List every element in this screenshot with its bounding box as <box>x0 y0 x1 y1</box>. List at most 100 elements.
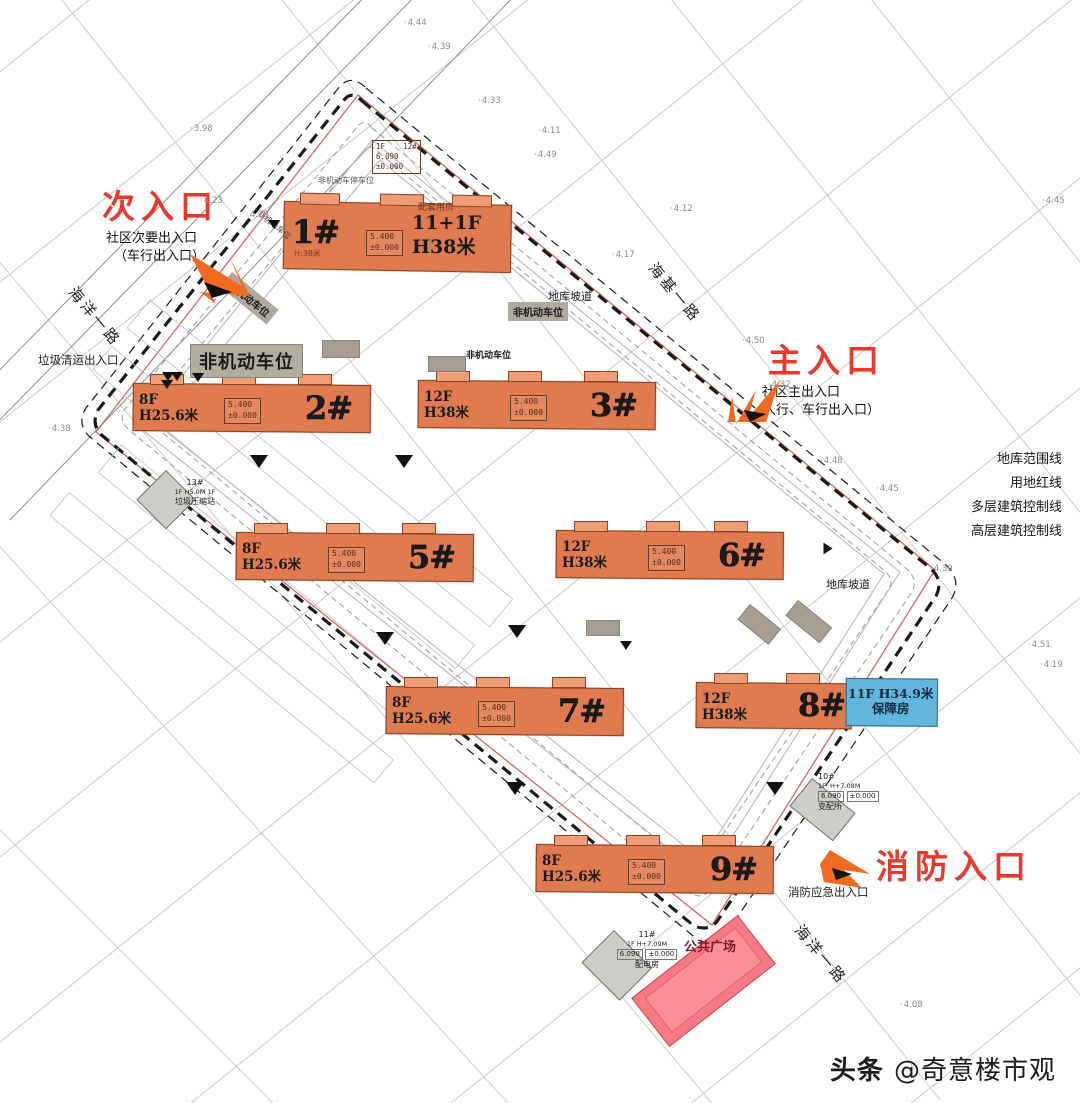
nonmotor-top-label: 非机动车停车位 <box>318 176 374 185</box>
building-8-bump-b <box>786 673 820 684</box>
direction-marker-2 <box>395 455 413 468</box>
survey-point-18: 4.29 <box>246 210 269 220</box>
building-9-bump-b <box>626 835 660 846</box>
legend-label-1: 用地红线 <box>1009 475 1062 491</box>
building-7-bump-c <box>552 677 586 688</box>
survey-point-4: 4.12 <box>670 204 693 214</box>
survey-point-6: 4.11 <box>538 126 561 136</box>
watermark: 头条 @奇意楼市观 <box>830 1050 1056 1087</box>
survey-point-7: 4.50 <box>742 336 765 346</box>
building-9-bump-c <box>702 835 736 846</box>
affordable-housing-block[interactable] <box>845 678 938 727</box>
legend-label-2: 多层建筑控制线 <box>970 499 1062 515</box>
survey-point-10: 4.39 <box>930 564 953 574</box>
top-elevation-chip: 1F 12# 6.090 ±0.000 <box>372 140 421 175</box>
building-2-elevation: 5.400 ±0.000 <box>224 398 261 424</box>
building-3-bump-c <box>584 371 618 382</box>
survey-point-13: 4.38 <box>48 424 71 434</box>
legend-row-3: 高层建筑控制线 <box>971 517 1062 541</box>
building-7-bump-a <box>404 677 438 688</box>
direction-marker-11 <box>823 542 833 555</box>
direction-marker-10 <box>161 380 173 389</box>
building-5-bump-a <box>254 523 288 534</box>
callout-fire-entrance: 消防入口 <box>876 850 1032 883</box>
fire-entrance-sub: 消防应急出入口 <box>788 885 869 899</box>
building-6-elevation: 5.400 ±0.000 <box>648 545 685 571</box>
legend-label-0: 地库范围线 <box>996 451 1062 467</box>
watermark-handle: @奇意楼市观 <box>893 1056 1056 1086</box>
building-1-bump-c <box>451 194 493 208</box>
direction-marker-7 <box>162 372 174 381</box>
public-plaza-label: 公共广场 <box>684 940 737 955</box>
legend-row-1: 用地红线 <box>971 469 1062 493</box>
building-6-bump-b <box>646 521 680 532</box>
survey-point-12: 4.45 <box>1042 196 1065 206</box>
callout-main-entrance: 主入口 社区主出入口 （人行、车行出入口） <box>750 344 885 419</box>
direction-marker-3 <box>376 632 394 645</box>
secondary-entrance-sub1: 社区次要出入口 <box>106 231 198 246</box>
legend: 地库范围线 用地红线 多层建筑控制线 高层建筑控制线 <box>971 445 1062 541</box>
fire-entrance-title: 消防入口 <box>876 847 1032 886</box>
building-8[interactable] <box>695 682 852 730</box>
direction-marker-9 <box>268 220 280 229</box>
building-8-bump-a <box>714 673 748 684</box>
direction-marker-1 <box>250 455 268 468</box>
survey-point-17: 3.98 <box>190 124 213 134</box>
survey-point-14: 4.32 <box>768 380 791 390</box>
pump-house-text: 11# 1F H+7.09M 6.090 ±0.000 配电房 <box>616 930 678 970</box>
building-3-bump-a <box>436 371 470 382</box>
survey-point-11: 4.19 <box>1040 660 1063 670</box>
survey-point-2: 4.33 <box>478 96 501 106</box>
secondary-entrance-title: 次入口 <box>102 187 219 226</box>
survey-point-9: 4.48 <box>820 456 843 466</box>
building-5-bump-c <box>402 523 436 534</box>
building-6-bump-c <box>714 521 748 532</box>
building-6-bump-a <box>574 521 608 532</box>
parking-block-4 <box>737 604 782 645</box>
bike-parking-large-label: 非机动车位 <box>190 344 303 378</box>
survey-point-5: 4.23 <box>200 196 223 206</box>
secondary-entrance-sub2: （车行出入口） <box>114 248 206 264</box>
main-entrance-sub2: （人行、车行出入口） <box>750 402 881 418</box>
parking-block-2 <box>428 356 466 372</box>
substation-text: 10# 1F H+7.08M 6.090 ±0.000 变配所 <box>818 772 879 812</box>
building-9-elevation: 5.400 ±0.000 <box>628 859 665 885</box>
survey-point-0: 4.44 <box>404 18 427 28</box>
legend-row-0: 地库范围线 <box>971 445 1062 469</box>
bike-parking-label-2: 非机动车位 <box>508 302 568 321</box>
direction-marker-12 <box>620 641 632 650</box>
fire-entrance-arrow-icon <box>820 850 870 888</box>
direction-marker-6 <box>766 782 784 795</box>
parking-block-1 <box>322 340 360 358</box>
building-7-elevation: 5.400 ±0.000 <box>478 701 515 727</box>
survey-point-16: 4.08 <box>900 1000 923 1010</box>
survey-point-8: 4.45 <box>876 484 899 494</box>
direction-marker-8 <box>192 373 204 382</box>
building-1-extra-label: 配套用房 <box>418 203 455 213</box>
callout-secondary-entrance: 次入口 社区次要出入口 （车行出入口） <box>102 190 219 265</box>
garage-ramp-top-label: 地库坡道 <box>548 290 592 303</box>
building-1-bump-a <box>299 192 341 206</box>
survey-point-19: 4.51 <box>1028 640 1051 650</box>
building-3-elevation: 5.400 ±0.000 <box>510 395 547 421</box>
direction-marker-13 <box>171 372 183 381</box>
building-2-bump-c <box>298 374 332 385</box>
road-label-west: 海洋一路 <box>64 283 125 351</box>
garbage-station-text: 13# 1F H5.0M 1F 垃圾压缩站 <box>174 478 216 506</box>
legend-row-2: 多层建筑控制线 <box>971 493 1062 517</box>
main-entrance-arrow-icon <box>728 380 780 424</box>
survey-point-15: 4.17 <box>612 250 635 260</box>
watermark-prefix: 头条 <box>829 1056 884 1086</box>
bike-parking-label-3: 非机动车位 <box>466 351 512 361</box>
building-5-elevation: 5.400 ±0.000 <box>328 547 365 573</box>
direction-marker-4 <box>508 625 526 638</box>
road-label-northeast: 海基一路 <box>644 259 705 327</box>
building-1-elevation: 5.400 ±0.000 <box>366 230 403 256</box>
building-5-bump-b <box>326 523 360 534</box>
legend-label-3: 高层建筑控制线 <box>970 523 1062 539</box>
survey-point-3: 4.49 <box>534 150 557 160</box>
road-label-southeast: 海洋一路 <box>790 921 851 989</box>
garbage-exit-label: 垃圾清运出入口 <box>38 353 119 367</box>
